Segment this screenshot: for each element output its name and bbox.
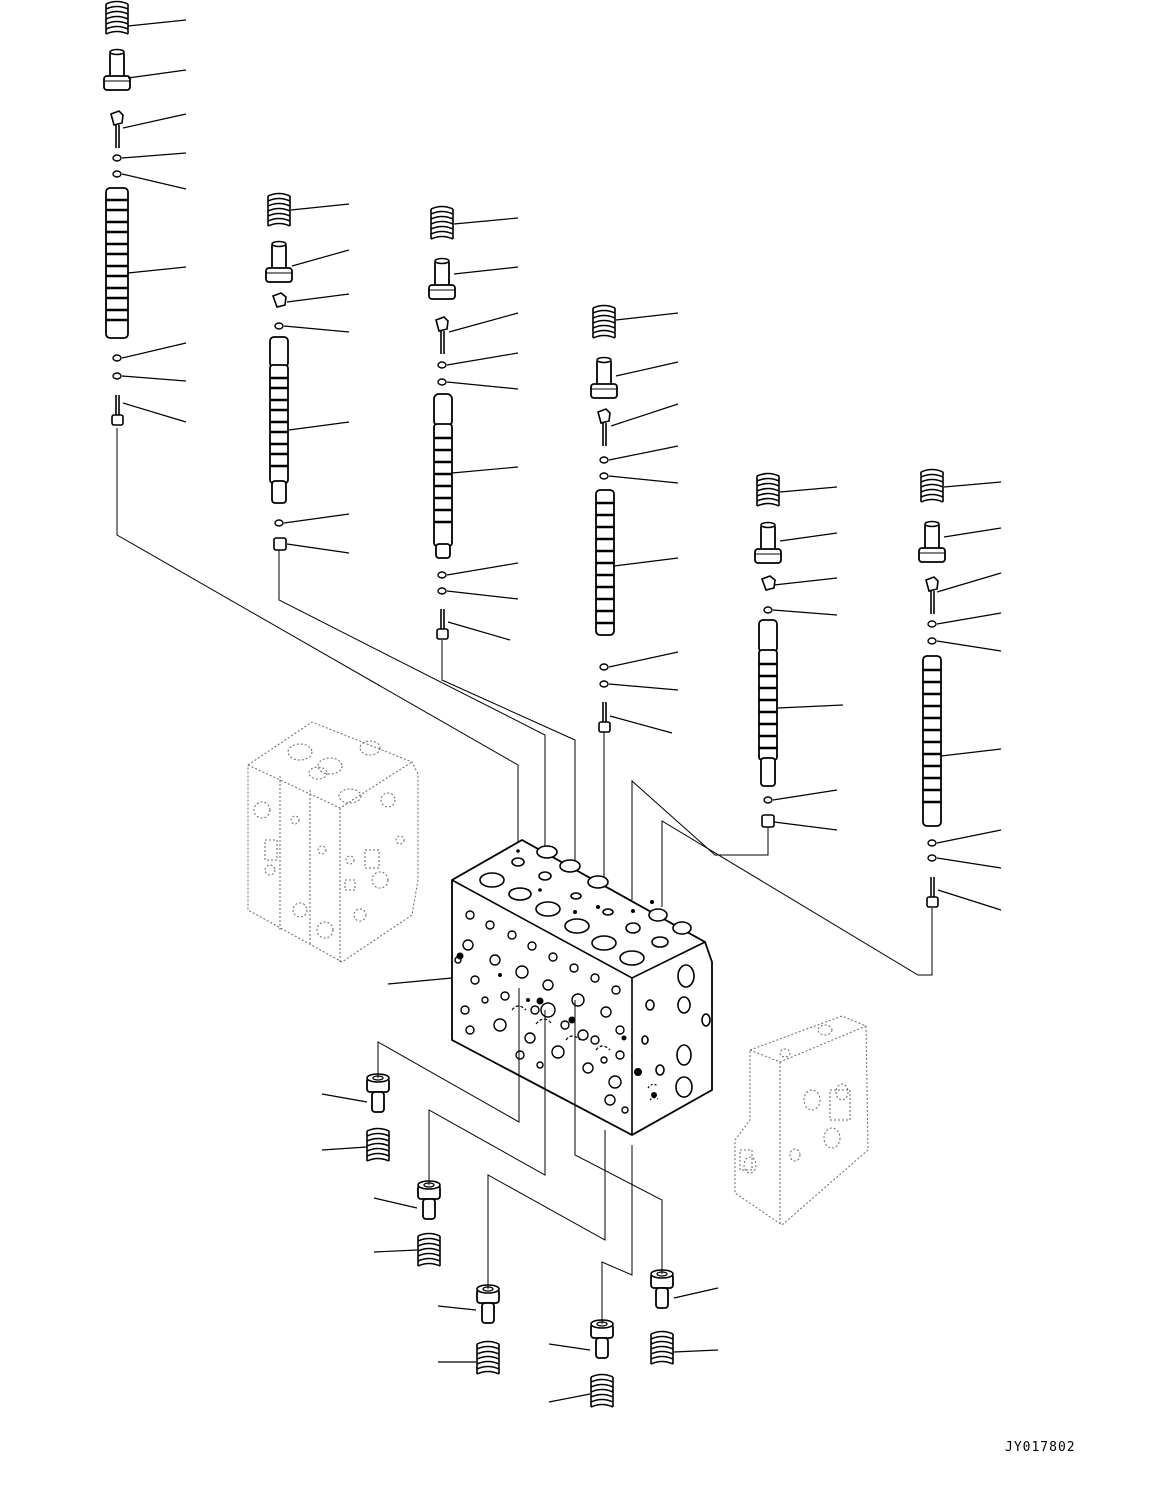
ghost-end-section-right <box>734 1015 869 1226</box>
spool-assembly-3 <box>428 205 576 860</box>
plug-spring-pair-5 <box>574 1000 719 1365</box>
spool-assembly-2 <box>265 192 546 848</box>
plug-spring-pair-1 <box>321 988 520 1162</box>
spool-assembly-1 <box>103 0 519 842</box>
plug-spring-pair-4 <box>548 1145 633 1408</box>
reference-code: JY017802 <box>1005 1440 1076 1455</box>
spool-assembly-6 <box>661 468 1002 976</box>
ghost-valve-block-left <box>247 721 419 963</box>
plug-spring-pair-2 <box>373 1010 546 1267</box>
spool-assembly-4 <box>590 304 679 877</box>
plug-spring-pair-3 <box>437 1130 606 1375</box>
spool-assembly-5 <box>631 472 844 900</box>
main-valve-body <box>387 838 713 1137</box>
